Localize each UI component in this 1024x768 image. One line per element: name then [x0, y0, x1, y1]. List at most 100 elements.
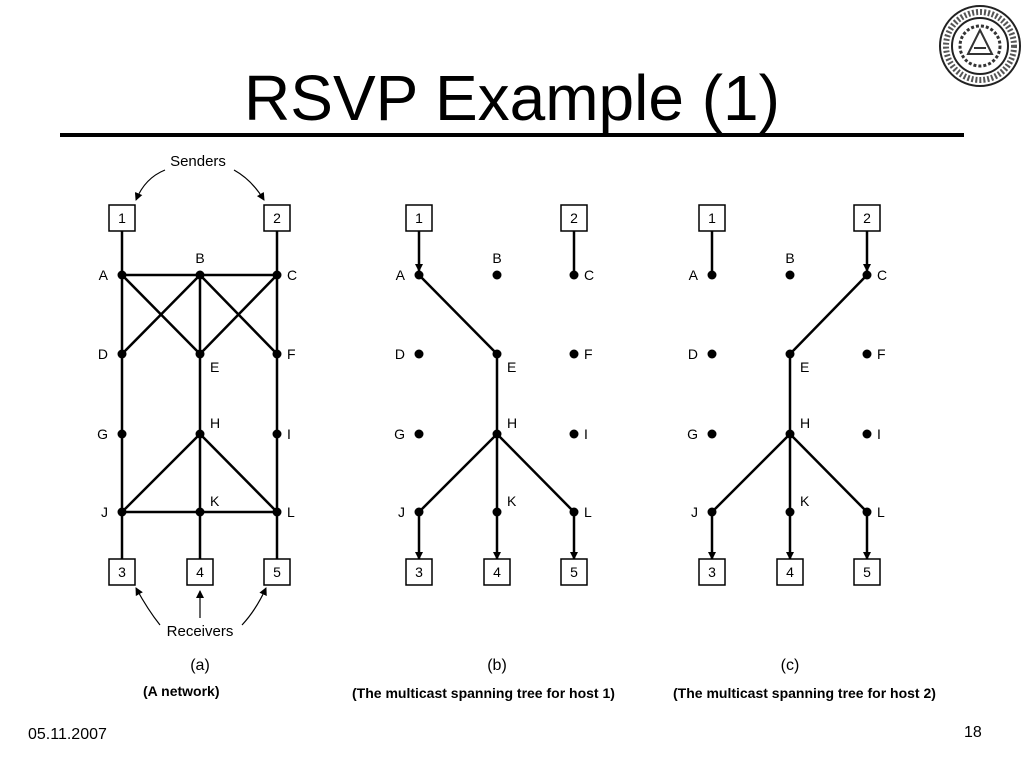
host-label-4: 4 [196, 564, 204, 580]
host-label-5: 5 [863, 564, 871, 580]
logo-text-ring [943, 9, 1017, 83]
host-box-4 [186, 558, 214, 586]
router-node-B [492, 270, 502, 280]
router-node-I [569, 429, 579, 439]
router-label-J: J [398, 504, 405, 520]
router-node-A [707, 270, 717, 280]
router-node-C [862, 270, 872, 280]
senders-arrow-left [134, 169, 166, 201]
router-label-L: L [287, 504, 295, 520]
host-label-3: 3 [415, 564, 423, 580]
router-label-A: A [689, 267, 699, 283]
router-label-D: D [688, 346, 698, 362]
router-node-F [569, 349, 579, 359]
router-label-E: E [210, 359, 219, 375]
router-label-K: K [210, 493, 220, 509]
router-node-F [272, 349, 282, 359]
router-label-B: B [785, 250, 794, 266]
logo-gear-icon [958, 24, 1002, 68]
router-label-E: E [800, 359, 809, 375]
institute-logo [939, 5, 1021, 87]
receivers-label: Receivers [167, 623, 234, 640]
footer-date: 05.11.2007 [28, 726, 107, 743]
router-label-A: A [396, 267, 406, 283]
senders-label: Senders [170, 153, 226, 170]
router-node-J [117, 507, 127, 517]
router-label-E: E [507, 359, 516, 375]
link-H-J [418, 433, 498, 513]
router-node-H [785, 429, 795, 439]
link-A-E [418, 274, 498, 355]
host-label-2: 2 [863, 210, 871, 226]
router-node-E [492, 349, 502, 359]
host-label-1: 1 [415, 210, 423, 226]
router-label-D: D [98, 346, 108, 362]
host-box-1 [108, 204, 136, 232]
link-H-J [711, 433, 791, 513]
router-node-G [117, 429, 127, 439]
router-label-C: C [877, 267, 887, 283]
title-underline [60, 133, 964, 137]
host-box-3 [405, 558, 433, 586]
router-node-E [195, 349, 205, 359]
router-node-B [785, 270, 795, 280]
router-node-J [414, 507, 424, 517]
receivers-arrow-left [135, 587, 161, 626]
router-label-F: F [877, 346, 886, 362]
router-node-L [272, 507, 282, 517]
host-box-1 [698, 204, 726, 232]
router-node-K [785, 507, 795, 517]
router-label-G: G [687, 426, 698, 442]
router-label-C: C [584, 267, 594, 283]
host-label-2: 2 [273, 210, 281, 226]
router-label-G: G [97, 426, 108, 442]
host-label-4: 4 [786, 564, 794, 580]
host-box-2 [853, 204, 881, 232]
router-label-K: K [507, 493, 517, 509]
router-node-L [569, 507, 579, 517]
host-label-3: 3 [118, 564, 126, 580]
router-node-D [707, 349, 717, 359]
router-node-G [707, 429, 717, 439]
router-label-I: I [584, 426, 588, 442]
router-label-K: K [800, 493, 810, 509]
router-node-A [414, 270, 424, 280]
router-label-I: I [877, 426, 881, 442]
router-label-D: D [395, 346, 405, 362]
link-C-E [789, 274, 868, 355]
host-box-4 [483, 558, 511, 586]
host-label-5: 5 [273, 564, 281, 580]
caption-panel-b: (The multicast spanning tree for host 1) [352, 685, 615, 701]
host-box-1 [405, 204, 433, 232]
router-label-L: L [584, 504, 592, 520]
page-number: 18 [964, 724, 982, 741]
router-label-J: J [101, 504, 108, 520]
router-label-I: I [287, 426, 291, 442]
link-H-L [199, 433, 278, 513]
router-node-A [117, 270, 127, 280]
router-label-H: H [210, 415, 220, 431]
router-node-K [195, 507, 205, 517]
host-box-2 [560, 204, 588, 232]
slide-title: RSVP Example (1) [244, 62, 780, 134]
host-box-3 [698, 558, 726, 586]
caption-panel-a: (A network) [143, 683, 220, 699]
logo-emblem-icon [966, 27, 994, 55]
host-box-2 [263, 204, 291, 232]
router-label-L: L [877, 504, 885, 520]
host-box-5 [263, 558, 291, 586]
host-box-4 [776, 558, 804, 586]
router-node-B [195, 270, 205, 280]
router-label-J: J [691, 504, 698, 520]
host-box-3 [108, 558, 136, 586]
router-node-E [785, 349, 795, 359]
router-label-C: C [287, 267, 297, 283]
receivers-arrow-right [241, 587, 267, 626]
router-node-D [117, 349, 127, 359]
router-label-B: B [195, 250, 204, 266]
host-label-1: 1 [708, 210, 716, 226]
link-B-D [121, 274, 201, 355]
router-node-C [272, 270, 282, 280]
router-label-B: B [492, 250, 501, 266]
